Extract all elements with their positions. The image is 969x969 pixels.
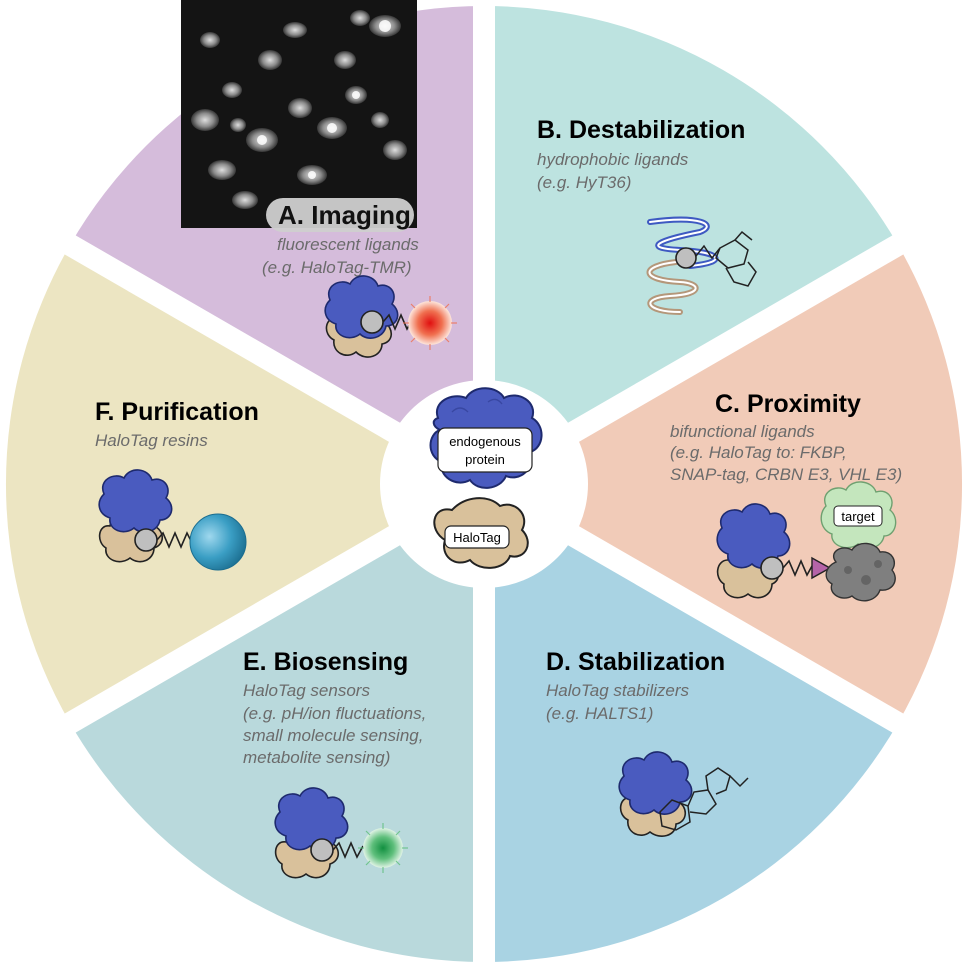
section-proximity: C. Proximity bifunctional ligands (e.g. … bbox=[670, 390, 902, 484]
section-stabilization: D. Stabilization HaloTag stabilizers (e.… bbox=[546, 648, 725, 723]
destabilization-desc-1: hydrophobic ligands bbox=[537, 150, 689, 169]
proximity-icon: target bbox=[716, 481, 897, 602]
endogenous-protein-label-1: endogenous bbox=[449, 434, 521, 449]
e3-ligase-blob bbox=[825, 542, 896, 602]
stabilization-desc-1: HaloTag stabilizers bbox=[546, 681, 689, 700]
wedge-proximity bbox=[484, 245, 963, 723]
wedge-purification bbox=[5, 245, 484, 723]
destabilization-unfolding-icon bbox=[646, 216, 757, 315]
proximity-desc-2: (e.g. HaloTag to: FKBP, bbox=[670, 443, 847, 462]
biosensing-desc-2: (e.g. pH/ion fluctuations, bbox=[243, 704, 426, 723]
target-label: target bbox=[841, 509, 875, 524]
purification-icon bbox=[98, 469, 247, 571]
stabilization-title: D. Stabilization bbox=[546, 648, 725, 676]
wedge-destabilization bbox=[484, 5, 898, 484]
purification-title: F. Purification bbox=[95, 398, 259, 426]
proximity-title: C. Proximity bbox=[715, 390, 861, 418]
pink-triangle-ligand-icon bbox=[811, 556, 832, 580]
endogenous-protein-label-2: protein bbox=[465, 452, 505, 467]
green-sensor-icon bbox=[363, 828, 403, 868]
biosensing-desc-3: small molecule sensing, bbox=[243, 726, 423, 745]
biosensing-icon bbox=[274, 787, 408, 879]
biosensing-desc-1: HaloTag sensors bbox=[243, 681, 370, 700]
destabilization-desc-2: (e.g. HyT36) bbox=[537, 173, 631, 192]
wedge-stabilization bbox=[484, 484, 898, 962]
stabilization-icon bbox=[618, 751, 749, 837]
imaging-desc-2: (e.g. HaloTag-TMR) bbox=[262, 258, 412, 277]
stabilization-desc-2: (e.g. HALTS1) bbox=[546, 704, 653, 723]
biosensing-desc-4: metabolite sensing) bbox=[243, 748, 390, 767]
biosensing-title: E. Biosensing bbox=[243, 648, 408, 676]
imaging-protein-icon bbox=[324, 275, 457, 358]
section-imaging: A. Imaging fluorescent ligands (e.g. Hal… bbox=[262, 200, 419, 277]
resin-bead-icon bbox=[189, 513, 247, 571]
section-destabilization: B. Destabilization hydrophobic ligands (… bbox=[537, 116, 745, 192]
imaging-micrograph bbox=[181, 0, 417, 232]
imaging-desc-1: fluorescent ligands bbox=[277, 235, 419, 254]
halotag-label: HaloTag bbox=[453, 530, 501, 545]
destabilization-title: B. Destabilization bbox=[537, 116, 745, 144]
section-biosensing: E. Biosensing HaloTag sensors (e.g. pH/i… bbox=[243, 648, 426, 767]
red-fluorophore-icon bbox=[408, 301, 452, 345]
center-halotag-fusion: endogenous protein HaloTag bbox=[429, 387, 543, 569]
section-purification: F. Purification HaloTag resins bbox=[95, 398, 259, 450]
purification-desc-1: HaloTag resins bbox=[95, 431, 208, 450]
proximity-desc-1: bifunctional ligands bbox=[670, 422, 815, 441]
imaging-title: A. Imaging bbox=[278, 200, 411, 230]
proximity-desc-3: SNAP-tag, CRBN E3, VHL E3) bbox=[670, 465, 902, 484]
